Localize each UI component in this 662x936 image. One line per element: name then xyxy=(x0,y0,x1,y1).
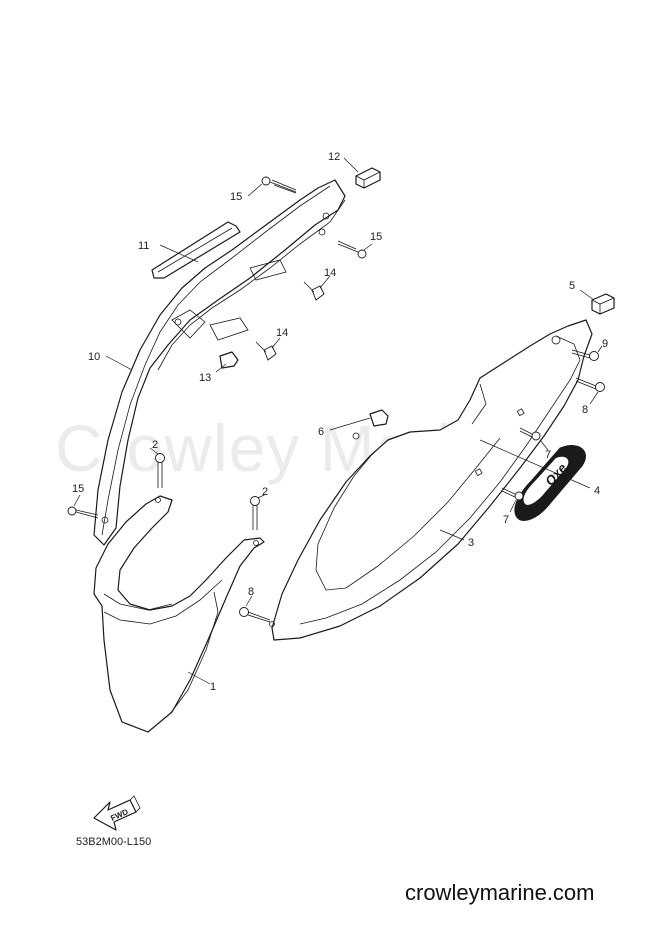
part-4-emblem-decal: Oxe xyxy=(514,445,586,521)
callout-14: 14 xyxy=(276,327,288,339)
callout-10: 10 xyxy=(88,351,100,363)
screw-9 xyxy=(571,349,599,361)
screw-2-left xyxy=(155,453,165,488)
part-11-tape xyxy=(151,221,241,279)
callout-13: 13 xyxy=(199,372,211,384)
screw-14-upper xyxy=(303,281,325,301)
callout-7: 7 xyxy=(503,514,509,526)
screw-15-right xyxy=(337,240,367,259)
callout-15: 15 xyxy=(230,191,242,203)
callout-6: 6 xyxy=(318,426,324,438)
screw-14-lower xyxy=(255,341,277,361)
callout-15: 15 xyxy=(370,231,382,243)
screw-8-upper xyxy=(575,377,605,392)
part-5-grommet xyxy=(591,293,615,315)
screw-15-top xyxy=(261,176,297,194)
callout-1: 1 xyxy=(210,681,216,693)
part-10-side-rail xyxy=(93,179,346,546)
callout-2: 2 xyxy=(152,439,158,451)
part-6-clip xyxy=(369,409,389,427)
part-12-grommet xyxy=(355,167,381,189)
callout-5: 5 xyxy=(569,280,575,292)
screw-15-left xyxy=(67,506,99,519)
screw-7-upper xyxy=(519,427,541,441)
callout-12: 12 xyxy=(328,151,340,163)
diagram-code: 53B2M00-L150 xyxy=(76,836,152,848)
part-1-front-cover xyxy=(93,495,265,733)
leader-lines xyxy=(73,157,603,685)
callout-14: 14 xyxy=(324,267,336,279)
fwd-arrow: FWD xyxy=(93,795,141,831)
callout-2: 2 xyxy=(262,486,268,498)
callout-4: 4 xyxy=(594,485,600,497)
screw-2-right xyxy=(250,496,260,530)
callout-8: 8 xyxy=(582,404,588,416)
callout-8: 8 xyxy=(248,586,254,598)
callout-3: 3 xyxy=(468,537,474,549)
screw-7-lower xyxy=(501,487,524,501)
part-3-side-cover xyxy=(269,319,593,641)
callout-labels: 12 15 15 11 14 14 13 10 2 2 15 8 1 3 4 5… xyxy=(72,151,608,693)
screw-8-lower xyxy=(239,607,271,623)
callout-9: 9 xyxy=(602,338,608,350)
part-13-clip xyxy=(219,351,239,369)
website-label[interactable]: crowleymarine.com xyxy=(405,880,595,905)
callout-11: 11 xyxy=(138,240,149,252)
callout-15: 15 xyxy=(72,483,84,495)
callout-7: 7 xyxy=(545,449,551,461)
